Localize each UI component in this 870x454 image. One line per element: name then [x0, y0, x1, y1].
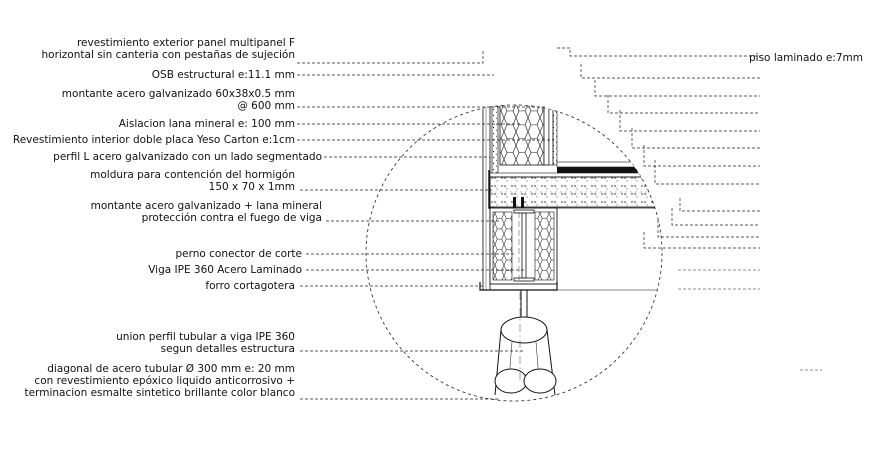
label-steel-stud: montante acero galvanizado 60x38x0.5 mm … [62, 88, 295, 112]
leader-lines [297, 50, 554, 400]
label-drip-cover: forro cortagotera [205, 280, 295, 292]
label-line: montante acero galvanizado + lana minera… [90, 200, 322, 212]
label-line: perno conector de corte [175, 248, 302, 260]
label-line: segun detalles estructura [160, 343, 295, 355]
label-line: perfil L acero galvanizado con un lado s… [53, 151, 322, 163]
leader-lines-right [557, 47, 760, 249]
label-line: horizontal sin canteria con pestañas de … [41, 49, 295, 61]
label-line: OSB estructural e:11.1 mm [151, 69, 295, 81]
label-line: piso laminado e:7mm [749, 52, 863, 64]
label-line: 150 x 70 x 1mm [208, 181, 295, 193]
label-exterior-panel: revestimiento exterior panel multipanel … [41, 37, 295, 61]
label-concrete-molding: moldura para contención del hormigón 150… [90, 169, 295, 193]
label-line: forro cortagotera [205, 280, 295, 292]
label-line: Viga IPE 360 Acero Laminado [148, 264, 302, 276]
label-beam-fire: montante acero galvanizado + lana minera… [91, 200, 322, 224]
label-l-profile: perfil L acero galvanizado con un lado s… [53, 151, 322, 163]
label-line: montante acero galvanizado 60x38x0.5 mm [61, 88, 295, 100]
label-osb: OSB estructural e:11.1 mm [152, 69, 295, 81]
label-line: Aislacion lana mineral e: 100 mm [118, 118, 295, 130]
label-line: @ 600 mm [237, 100, 295, 112]
label-line: protección contra el fuego de viga [141, 212, 322, 224]
label-interior-lining: Revestimiento interior doble placa Yeso … [13, 134, 295, 146]
label-line: Revestimiento interior doble placa Yeso … [12, 134, 295, 146]
label-line: union perfil tubular a viga IPE 360 [116, 331, 295, 343]
label-tube-joint: union perfil tubular a viga IPE 360 segu… [116, 331, 295, 355]
label-line: terminacion esmalte sintetico brillante … [24, 387, 295, 399]
label-laminate-floor: piso laminado e:7mm [749, 52, 863, 64]
label-line: con revestimiento epóxico liquido antico… [34, 375, 295, 387]
label-ipe-beam: Viga IPE 360 Acero Laminado [148, 264, 302, 276]
label-line: diagonal de acero tubular Ø 300 mm e: 20… [47, 363, 295, 375]
label-tubular-diagonal: diagonal de acero tubular Ø 300 mm e: 20… [25, 363, 295, 399]
label-line: revestimiento exterior panel multipanel … [76, 37, 295, 49]
label-line: moldura para contención del hormigón [90, 169, 295, 181]
label-mineral-wool: Aislacion lana mineral e: 100 mm [119, 118, 295, 130]
label-shear-connector: perno conector de corte [175, 248, 302, 260]
